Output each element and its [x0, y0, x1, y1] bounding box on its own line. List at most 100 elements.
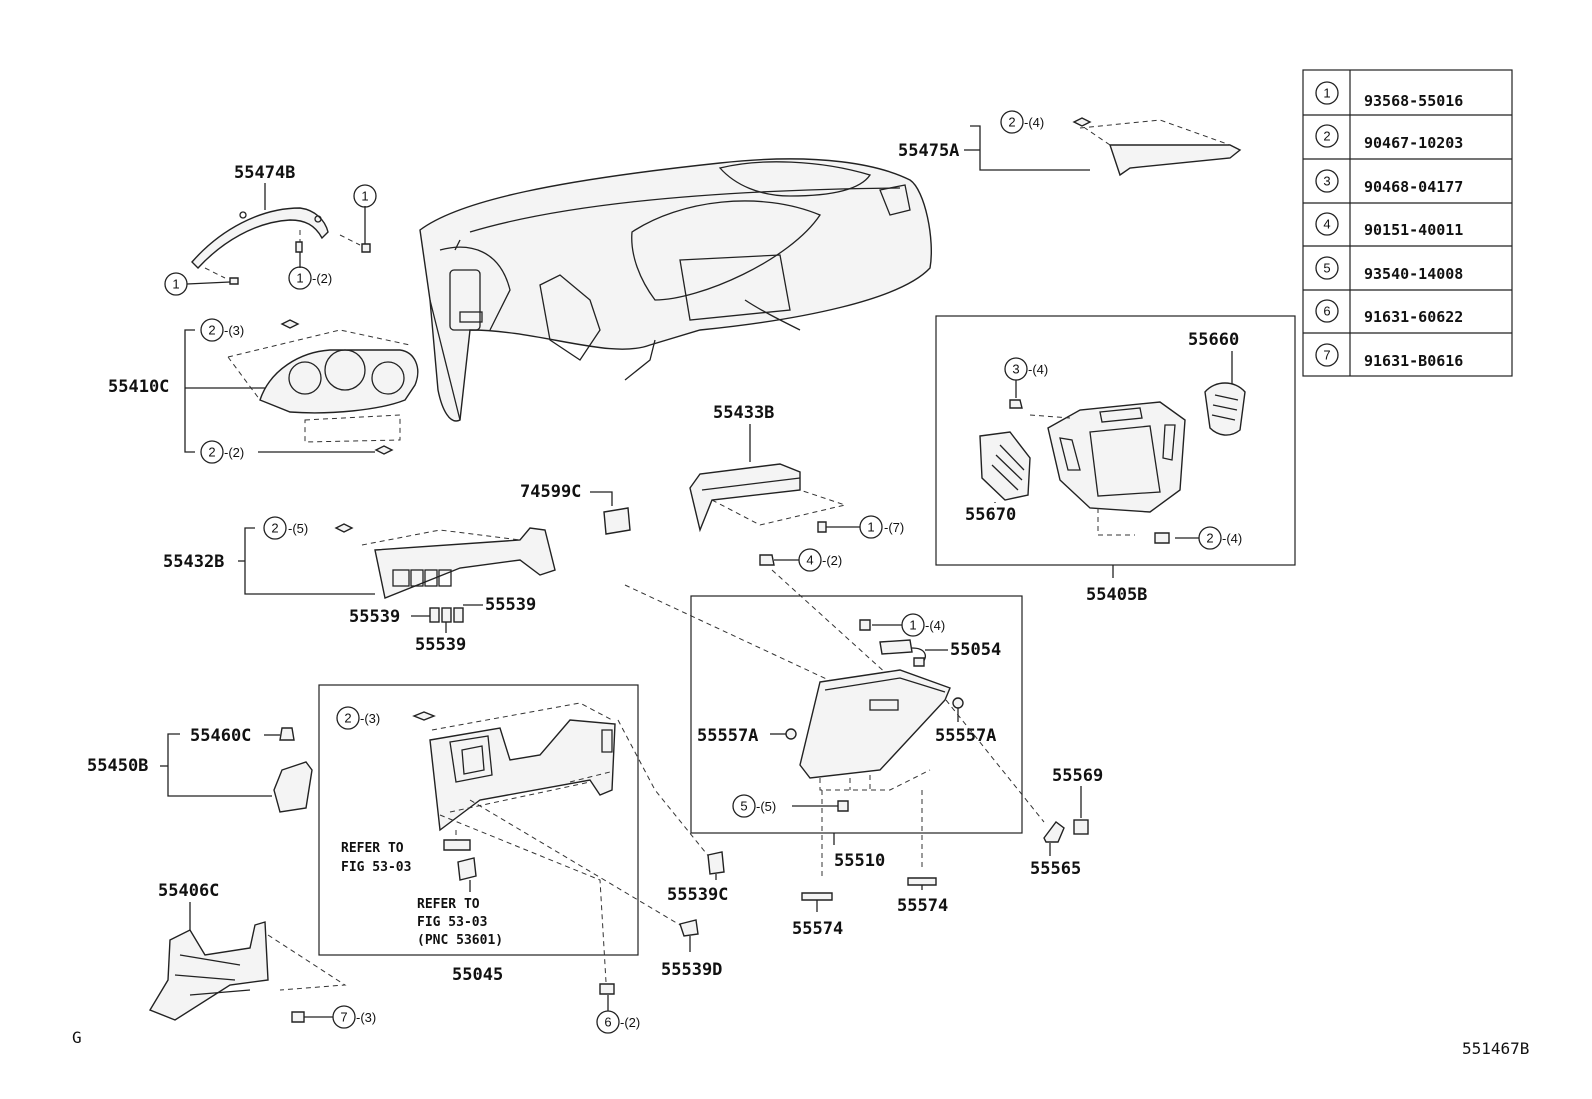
svg-text:-(4): -(4) [925, 618, 945, 633]
svg-text:-(5): -(5) [288, 521, 308, 536]
part-number-55045: 55045 [452, 965, 503, 985]
callout-2-qty-2: 2 -(2) [200, 440, 394, 464]
legend-part-code: 93568-55016 [1364, 92, 1463, 110]
svg-text:5: 5 [740, 799, 747, 814]
svg-text:1: 1 [867, 520, 874, 535]
callout-2-qty-3: 2 -(3) [200, 318, 300, 342]
diagram-id: 551467B [1462, 1039, 1529, 1058]
refer-note: FIG 53-03 [341, 860, 411, 875]
part-number-55510: 55510 [834, 851, 885, 871]
callout-2-qty-4: 2 -(4) [1154, 526, 1242, 550]
svg-text:6: 6 [604, 1015, 611, 1030]
legend-part-code: 91631-B0616 [1364, 352, 1463, 370]
part-number-55539: 55539 [485, 595, 536, 615]
legend-part-code: 91631-60622 [1364, 308, 1463, 326]
part-number-55410c: 55410C [108, 377, 169, 397]
svg-text:-(4): -(4) [1222, 531, 1242, 546]
instrument-panel-drawing [419, 158, 932, 422]
legend-part-code: 93540-14008 [1364, 265, 1463, 283]
svg-text:2: 2 [344, 711, 351, 726]
part-number-55406c: 55406C [158, 881, 219, 901]
callout-6-qty-2: 6 -(2) [439, 814, 640, 1034]
callout-3-qty-4: 3 -(4) [1004, 357, 1048, 409]
callout-2-qty-4: 2 -(4) [1000, 110, 1092, 134]
svg-text:-(7): -(7) [884, 520, 904, 535]
part-55510-group: 55510 4 -(2) 1 -(4) 55054 55557A 55 [690, 548, 1023, 871]
callout-2-qty-3: 2 -(3) [336, 706, 436, 730]
part-number-55574: 55574 [897, 896, 948, 916]
part-55539c-55539d-group: 55539C 55539D [469, 719, 728, 980]
part-number-55557a: 55557A [697, 726, 758, 746]
svg-text:-(4): -(4) [1024, 115, 1044, 130]
svg-text:2: 2 [1008, 115, 1015, 130]
part-number-55460c: 55460C [190, 726, 251, 746]
part-55405b-group: 55405B 55660 55670 3 -(4) 2 -(4) [935, 315, 1296, 605]
legend-row: 6 91631-60622 [1315, 299, 1463, 326]
part-55450b-group: 55460C 55450B [87, 726, 313, 813]
svg-text:2: 2 [208, 323, 215, 338]
part-number-55539: 55539 [349, 607, 400, 627]
legend-row: 4 90151-40011 [1315, 212, 1463, 239]
part-74599c-group: 74599C [520, 482, 851, 691]
svg-text:2: 2 [208, 445, 215, 460]
legend-part-code: 90151-40011 [1364, 221, 1463, 239]
callout-1-qty-2: 1 -(2) [288, 252, 332, 290]
svg-text:-(2): -(2) [620, 1015, 640, 1030]
legend-row: 1 93568-55016 [1315, 81, 1463, 110]
part-number-55539d: 55539D [661, 960, 722, 980]
part-number-55432b: 55432B [163, 552, 224, 572]
svg-text:4: 4 [806, 553, 813, 568]
refer-note: REFER TO [341, 841, 404, 856]
callout-5-qty-5: 5 -(5) [732, 794, 849, 818]
footer-left-label: G [72, 1028, 82, 1047]
legend-number: 7 [1323, 348, 1330, 363]
callout-1: 1 [164, 272, 231, 296]
svg-text:-(2): -(2) [312, 271, 332, 286]
part-55574-group: 55574 55574 [792, 790, 948, 939]
part-number-55474b: 55474B [234, 163, 295, 183]
callout-1: 1 [353, 184, 377, 244]
svg-text:1: 1 [296, 271, 303, 286]
part-number-74599c: 74599C [520, 482, 581, 502]
svg-text:7: 7 [340, 1010, 347, 1025]
svg-text:-(3): -(3) [356, 1010, 376, 1025]
callout-1-qty-7: 1 -(7) [817, 515, 904, 539]
legend-row: 3 90468-04177 [1315, 169, 1463, 196]
part-55433b-group: 55433B 1 -(7) [689, 403, 904, 539]
callout-4-qty-2: 4 -(2) [759, 548, 911, 696]
refer-note: (PNC 53601) [417, 933, 503, 948]
part-55475a-group: 55475A 2 -(4) [898, 110, 1242, 177]
part-number-55475a: 55475A [898, 141, 959, 161]
callout-7-qty-3: 7 -(3) [291, 1005, 376, 1029]
legend-number: 2 [1323, 129, 1330, 144]
svg-text:-(2): -(2) [822, 553, 842, 568]
part-55410c-group: 55410C 2 -(3) 2 -(2) [108, 318, 419, 464]
part-number-55569: 55569 [1052, 766, 1103, 786]
part-number-55539c: 55539C [667, 885, 728, 905]
legend-number: 1 [1323, 86, 1330, 101]
svg-text:-(4): -(4) [1028, 362, 1048, 377]
legend-part-code: 90468-04177 [1364, 178, 1463, 196]
part-number-55557a: 55557A [935, 726, 996, 746]
refer-note: FIG 53-03 [417, 915, 487, 930]
svg-text:1: 1 [361, 189, 368, 204]
part-number-55433b: 55433B [713, 403, 774, 423]
part-55045-group: 55045 2 -(3) REFER TO FIG 53-03 REFER TO… [318, 684, 639, 985]
svg-text:-(5): -(5) [756, 799, 776, 814]
callout-1-qty-4: 1 -(4) [859, 613, 945, 637]
part-number-55670: 55670 [965, 505, 1016, 525]
legend-table: 1 93568-55016 2 90467-10203 3 90468-0417… [1302, 69, 1513, 377]
callout-2-qty-5: 2 -(5) [263, 516, 354, 540]
part-number-55539: 55539 [415, 635, 466, 655]
svg-text:-(3): -(3) [360, 711, 380, 726]
legend-row: 5 93540-14008 [1315, 256, 1463, 283]
part-number-55450b: 55450B [87, 756, 148, 776]
svg-text:2: 2 [271, 521, 278, 536]
part-number-55405b: 55405B [1086, 585, 1147, 605]
part-number-55565: 55565 [1030, 859, 1081, 879]
part-number-55574: 55574 [792, 919, 843, 939]
legend-number: 3 [1323, 174, 1330, 189]
svg-text:1: 1 [909, 618, 916, 633]
part-55474b-group: 55474B 1 1 -(2) 1 [164, 163, 377, 296]
